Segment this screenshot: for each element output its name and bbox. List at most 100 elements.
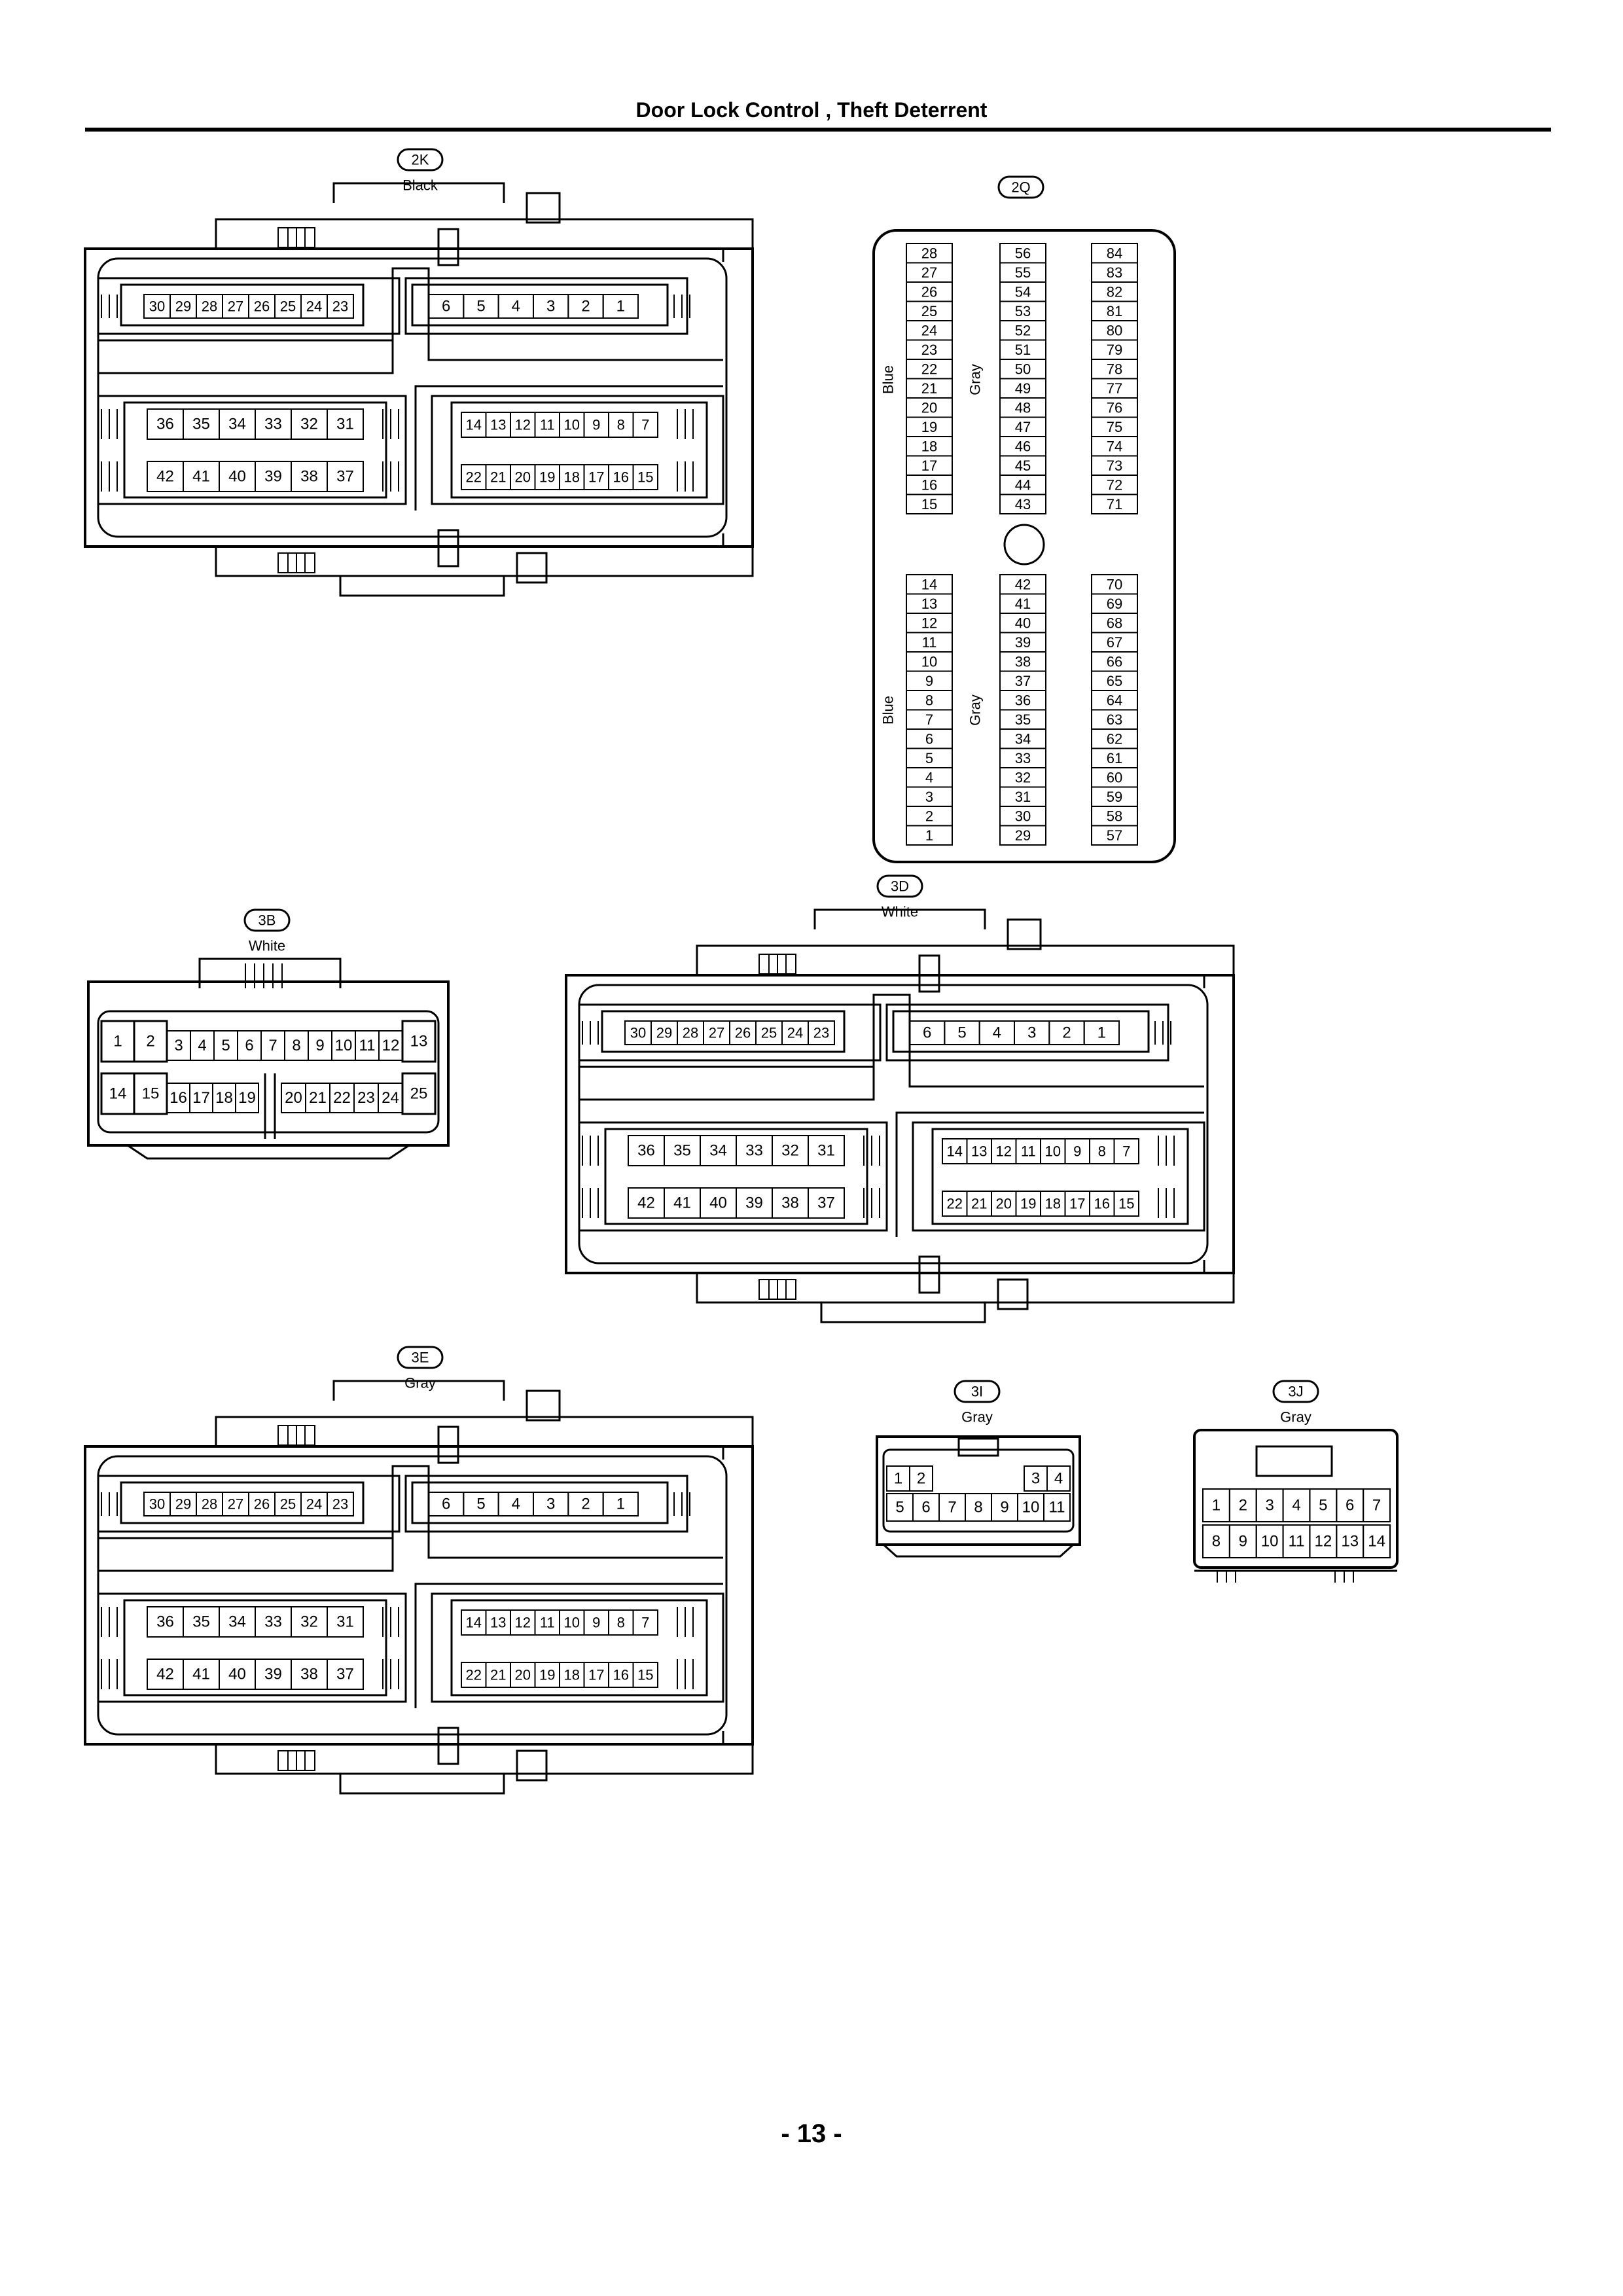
pin-number: 21 [309, 1089, 327, 1107]
inner-shell [97, 1010, 440, 1134]
connector-code-badge [243, 908, 291, 932]
pin-number: 76 [1107, 400, 1122, 416]
pin-number: 2 [925, 808, 933, 825]
pin-number: 33 [745, 1142, 763, 1160]
pin-number: 6 [925, 731, 933, 747]
connector-code: 2K [412, 152, 429, 168]
row-housing [97, 1475, 401, 1533]
pin-number: 17 [588, 1667, 604, 1683]
pin-number: 3 [1265, 1497, 1274, 1515]
pin-number: 26 [254, 298, 270, 315]
bottom-shroud [696, 1273, 1235, 1304]
pin-number: 82 [1107, 284, 1122, 300]
pin-number: 24 [921, 323, 937, 339]
pin-number: 21 [971, 1196, 987, 1212]
divider-path [391, 267, 723, 361]
pin-number: 2 [581, 1496, 590, 1513]
connector-color: White [882, 904, 918, 920]
pin-number: 2 [1239, 1497, 1247, 1515]
pin-number: 35 [192, 1613, 210, 1631]
pin-number: 11 [922, 634, 937, 651]
pin-number: 32 [300, 416, 318, 433]
pin-number: 79 [1107, 342, 1122, 358]
pin-number: 11 [359, 1037, 376, 1054]
pin-number: 29 [656, 1025, 672, 1041]
pin-cell [1043, 1493, 1071, 1522]
pin-number: 69 [1107, 596, 1122, 612]
pin-number: 10 [564, 417, 580, 433]
pin-number: 18 [564, 1667, 580, 1683]
pin-number: 8 [1212, 1533, 1221, 1551]
pin-number: 32 [781, 1142, 799, 1160]
pin-cell [327, 294, 354, 319]
pin-number: 60 [1107, 770, 1122, 786]
row-housing [912, 1121, 1205, 1232]
pin-number: 14 [1368, 1533, 1385, 1551]
pin-number: 18 [921, 439, 937, 455]
pin-number: 11 [1021, 1143, 1036, 1160]
pin-number: 6 [245, 1037, 253, 1054]
connector-body [876, 1435, 1081, 1546]
pin-number: 36 [1015, 692, 1031, 709]
pin-number: 7 [268, 1037, 277, 1054]
pin-number: 32 [300, 1613, 318, 1631]
pin-number: 22 [466, 469, 482, 486]
pin-number: 22 [333, 1089, 351, 1107]
pin-number: 38 [781, 1194, 799, 1212]
pin-number: 25 [280, 298, 296, 315]
pin-number: 77 [1107, 380, 1122, 397]
pin-number: 18 [215, 1089, 233, 1107]
pin-number: 13 [410, 1033, 428, 1050]
pin-number: 22 [921, 361, 937, 378]
pin-number: 25 [761, 1025, 777, 1041]
pin-number: 46 [1015, 439, 1031, 455]
pin-number: 3 [1031, 1470, 1040, 1488]
pin-number: 49 [1015, 380, 1031, 397]
pin-number: 6 [442, 1496, 450, 1513]
pin-cell [1113, 1138, 1139, 1164]
key-slot [918, 954, 940, 993]
pin-number: 27 [228, 298, 243, 315]
pin-number: 10 [564, 1615, 580, 1631]
pin-number: 43 [1015, 496, 1031, 512]
connector-color: White [249, 938, 285, 954]
key-slot [437, 1426, 459, 1464]
pin-number: 7 [641, 417, 649, 433]
pin-number: 26 [735, 1025, 751, 1041]
pin-number: 70 [1107, 577, 1122, 593]
pin-number: 15 [921, 496, 937, 512]
pin-cell [632, 412, 658, 438]
column-label-gray: Gray [967, 364, 984, 395]
pin-number: 15 [1118, 1196, 1134, 1212]
pin-number: 6 [923, 1024, 931, 1042]
pin-number: 23 [332, 298, 348, 315]
title-rule [85, 128, 1551, 132]
pin-cell [327, 408, 364, 440]
pin-number: 3 [546, 1496, 555, 1513]
pin-number: 31 [336, 1613, 354, 1631]
pin-number: 12 [382, 1037, 400, 1054]
key-slot [437, 228, 459, 266]
pin-number: 27 [921, 264, 937, 281]
connector-2Q: 2Q28272625242322212019181716155655545352… [872, 175, 1176, 863]
pin-block [601, 1010, 846, 1053]
pin-number: 44 [1015, 477, 1031, 493]
bottom-tab [339, 576, 505, 597]
pin-number: 38 [1015, 654, 1031, 670]
pin-cell [401, 1072, 437, 1115]
row-housing [97, 277, 401, 335]
key-slot [437, 529, 459, 567]
pin-number: 67 [1107, 634, 1122, 651]
pin-number: 16 [613, 1667, 629, 1683]
pin-number: 34 [228, 416, 246, 433]
pin-number: 28 [683, 1025, 698, 1041]
pin-number: 31 [817, 1142, 835, 1160]
pin-number: 4 [993, 1024, 1001, 1042]
pin-number: 54 [1015, 284, 1031, 300]
pin-number: 40 [228, 468, 246, 486]
pin-number: 4 [1054, 1470, 1063, 1488]
pin-number: 9 [592, 1615, 600, 1631]
latch [1255, 1445, 1333, 1477]
pin-number: 9 [592, 417, 600, 433]
